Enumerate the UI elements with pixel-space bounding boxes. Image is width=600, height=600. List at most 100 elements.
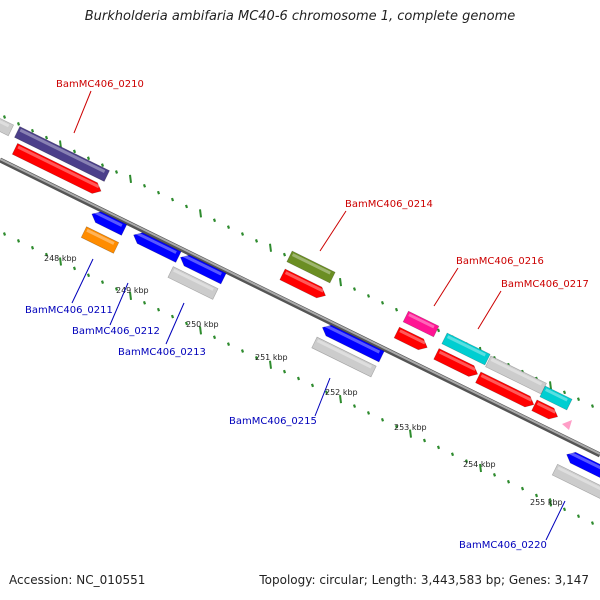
callout-leader xyxy=(71,258,94,304)
gene-label: BamMC406_0216 xyxy=(456,256,544,267)
tick-label: 249 kbp xyxy=(116,286,149,295)
tick-mark xyxy=(72,149,77,154)
tick-mark xyxy=(549,498,552,507)
tick-mark xyxy=(576,514,581,519)
gene-shape-BamMC406_0217 xyxy=(441,332,491,366)
callout-leader xyxy=(477,290,502,330)
pseudo-shape xyxy=(485,355,547,395)
cds-shape xyxy=(91,210,128,236)
tick-mark xyxy=(436,445,441,450)
tick-mark xyxy=(366,294,371,298)
tick-mark xyxy=(534,493,539,498)
feature-track xyxy=(0,115,600,501)
tick-mark xyxy=(156,307,161,312)
tick-mark xyxy=(282,252,287,257)
tick-mark xyxy=(254,239,259,243)
gene-shape-BamMC406_0214 xyxy=(286,250,336,284)
pseudo-shape xyxy=(167,266,219,300)
tick-mark xyxy=(394,307,399,312)
tick-label: 253 kbp xyxy=(394,423,427,432)
genome-summary: Topology: circular; Length: 3,443,583 bp… xyxy=(259,573,589,587)
tick-mark xyxy=(226,225,231,229)
tick-mark xyxy=(114,287,119,291)
tick-mark xyxy=(114,170,119,174)
tick-mark xyxy=(422,438,427,443)
gene-callout-BamMC406_0210: BamMC406_0210 xyxy=(56,79,144,134)
tick-mark xyxy=(479,463,482,473)
gene-callout-BamMC406_0213: BamMC406_0213 xyxy=(118,302,206,358)
gene-shape xyxy=(539,385,573,411)
tick-mark xyxy=(2,232,7,236)
cds-shape xyxy=(393,326,428,351)
tick-mark xyxy=(86,273,91,278)
tick-mark xyxy=(212,335,217,340)
tick-mark xyxy=(86,156,91,161)
tick-mark xyxy=(184,321,189,326)
marker-shape xyxy=(562,420,572,430)
tick-mark xyxy=(16,122,21,126)
gene-shape-BamMC406_0212 xyxy=(133,231,182,263)
gene-shape-BamMC406_0220 xyxy=(566,451,600,484)
tick-mark xyxy=(296,376,301,381)
tick-mark xyxy=(100,280,105,284)
pseudo-shape xyxy=(551,463,600,501)
gene-shape-BamMC406_0216 xyxy=(402,310,440,338)
gene-label: BamMC406_0215 xyxy=(229,416,317,427)
tick-mark xyxy=(269,243,272,252)
tick-mark xyxy=(324,390,329,395)
tick-label: 252 kbp xyxy=(325,388,358,397)
tick-mark xyxy=(142,300,147,305)
gene-callout-BamMC406_0220: BamMC406_0220 xyxy=(459,500,566,551)
tick-mark xyxy=(129,174,132,184)
tick-label: 254 kbp xyxy=(463,460,496,469)
gene-callout-BamMC406_0212: BamMC406_0212 xyxy=(72,282,160,337)
gene-callout-BamMC406_0214: BamMC406_0214 xyxy=(319,199,433,252)
tick-label: 250 kbp xyxy=(186,320,219,329)
callout-leader xyxy=(433,267,459,307)
tick-mark xyxy=(492,473,497,477)
tick-mark xyxy=(59,257,62,266)
tick-mark xyxy=(100,163,105,167)
tick-mark xyxy=(129,291,132,301)
tick-mark xyxy=(44,135,49,140)
cds-shape xyxy=(433,348,479,377)
callout-leader xyxy=(319,210,347,252)
tick-mark xyxy=(72,266,77,271)
gene-label: BamMC406_0217 xyxy=(501,279,589,290)
tick-mark xyxy=(44,252,49,257)
callout-leader xyxy=(545,500,566,541)
tick-mark xyxy=(366,411,371,415)
tick-mark xyxy=(549,381,552,390)
tick-mark xyxy=(380,417,385,422)
cds-shape xyxy=(475,371,535,408)
tick-mark xyxy=(240,349,245,353)
tick-mark xyxy=(226,342,231,346)
gene-label: BamMC406_0213 xyxy=(118,347,206,358)
tick-mark xyxy=(464,459,469,463)
tick-mark xyxy=(16,239,21,243)
tick-mark xyxy=(562,390,567,395)
tick-mark xyxy=(352,287,357,291)
gene-label: BamMC406_0210 xyxy=(56,79,144,90)
tick-mark xyxy=(142,183,147,188)
gene-callout-BamMC406_0216: BamMC406_0216 xyxy=(433,256,544,307)
tick-mark xyxy=(409,429,412,438)
gene-callout-BamMC406_0215: BamMC406_0215 xyxy=(229,377,331,427)
callout-leader xyxy=(165,302,185,345)
tick-mark xyxy=(590,521,595,525)
map-title: Burkholderia ambifaria MC40-6 chromosome… xyxy=(84,9,516,24)
tick-mark xyxy=(506,479,511,484)
tick-label: 248 kbp xyxy=(44,254,77,263)
tick-mark xyxy=(380,300,385,305)
tick-mark xyxy=(339,395,342,404)
gene-callout-BamMC406_0217: BamMC406_0217 xyxy=(477,279,589,330)
cds-shape xyxy=(531,399,559,420)
gene-label: BamMC406_0214 xyxy=(345,199,433,210)
gene-callouts: BamMC406_0210BamMC406_0211BamMC406_0212B… xyxy=(25,79,589,551)
tick-mark xyxy=(590,404,595,408)
tick-mark xyxy=(310,383,315,388)
tick-mark xyxy=(394,424,399,429)
tick-mark xyxy=(212,218,217,223)
